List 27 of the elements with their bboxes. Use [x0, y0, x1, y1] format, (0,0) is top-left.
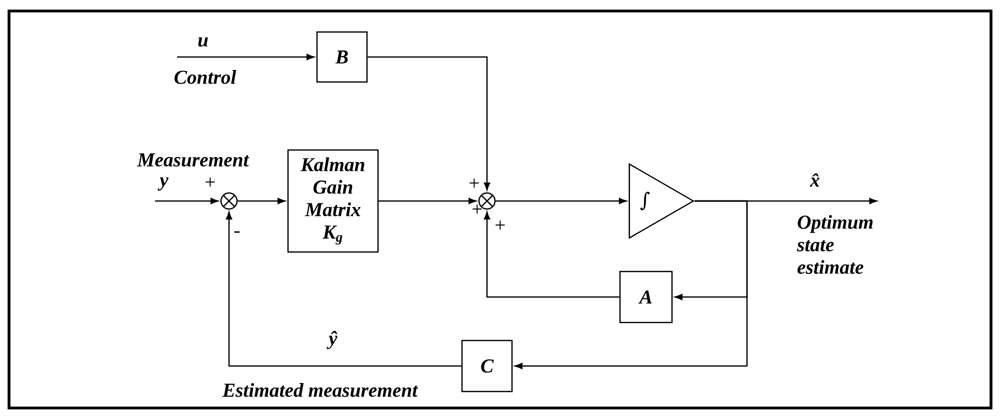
arrow	[226, 212, 462, 367]
signal-label: Measurement	[136, 153, 250, 167]
signal-label: Control	[174, 70, 236, 84]
signal-label: ŷ	[326, 330, 338, 350]
arrow	[484, 212, 620, 298]
sign-label: +	[470, 178, 479, 188]
arrow	[378, 198, 476, 204]
arrow	[177, 54, 314, 60]
output-label: Optimum state estimate	[796, 215, 873, 274]
signal-label: y	[158, 177, 168, 191]
sign-label: +	[496, 220, 505, 230]
signal-label: x̂	[810, 173, 820, 187]
arrow	[368, 56, 490, 190]
arrow	[514, 200, 748, 370]
block-box: Kalman Gain Matrix K$_{g}$	[287, 149, 379, 253]
signal-label: u	[198, 37, 208, 47]
sign-label: +	[472, 204, 482, 214]
block-box: A	[619, 270, 673, 324]
sign-label: +	[206, 177, 215, 187]
arrow	[238, 198, 286, 204]
arrow	[496, 198, 627, 204]
signal-label: Estimated measurement	[222, 383, 418, 397]
sign-label: -	[234, 231, 240, 233]
block-box: C	[461, 340, 513, 392]
arrow	[155, 198, 218, 204]
summing-junction	[220, 192, 238, 210]
block-box: B	[316, 31, 368, 83]
